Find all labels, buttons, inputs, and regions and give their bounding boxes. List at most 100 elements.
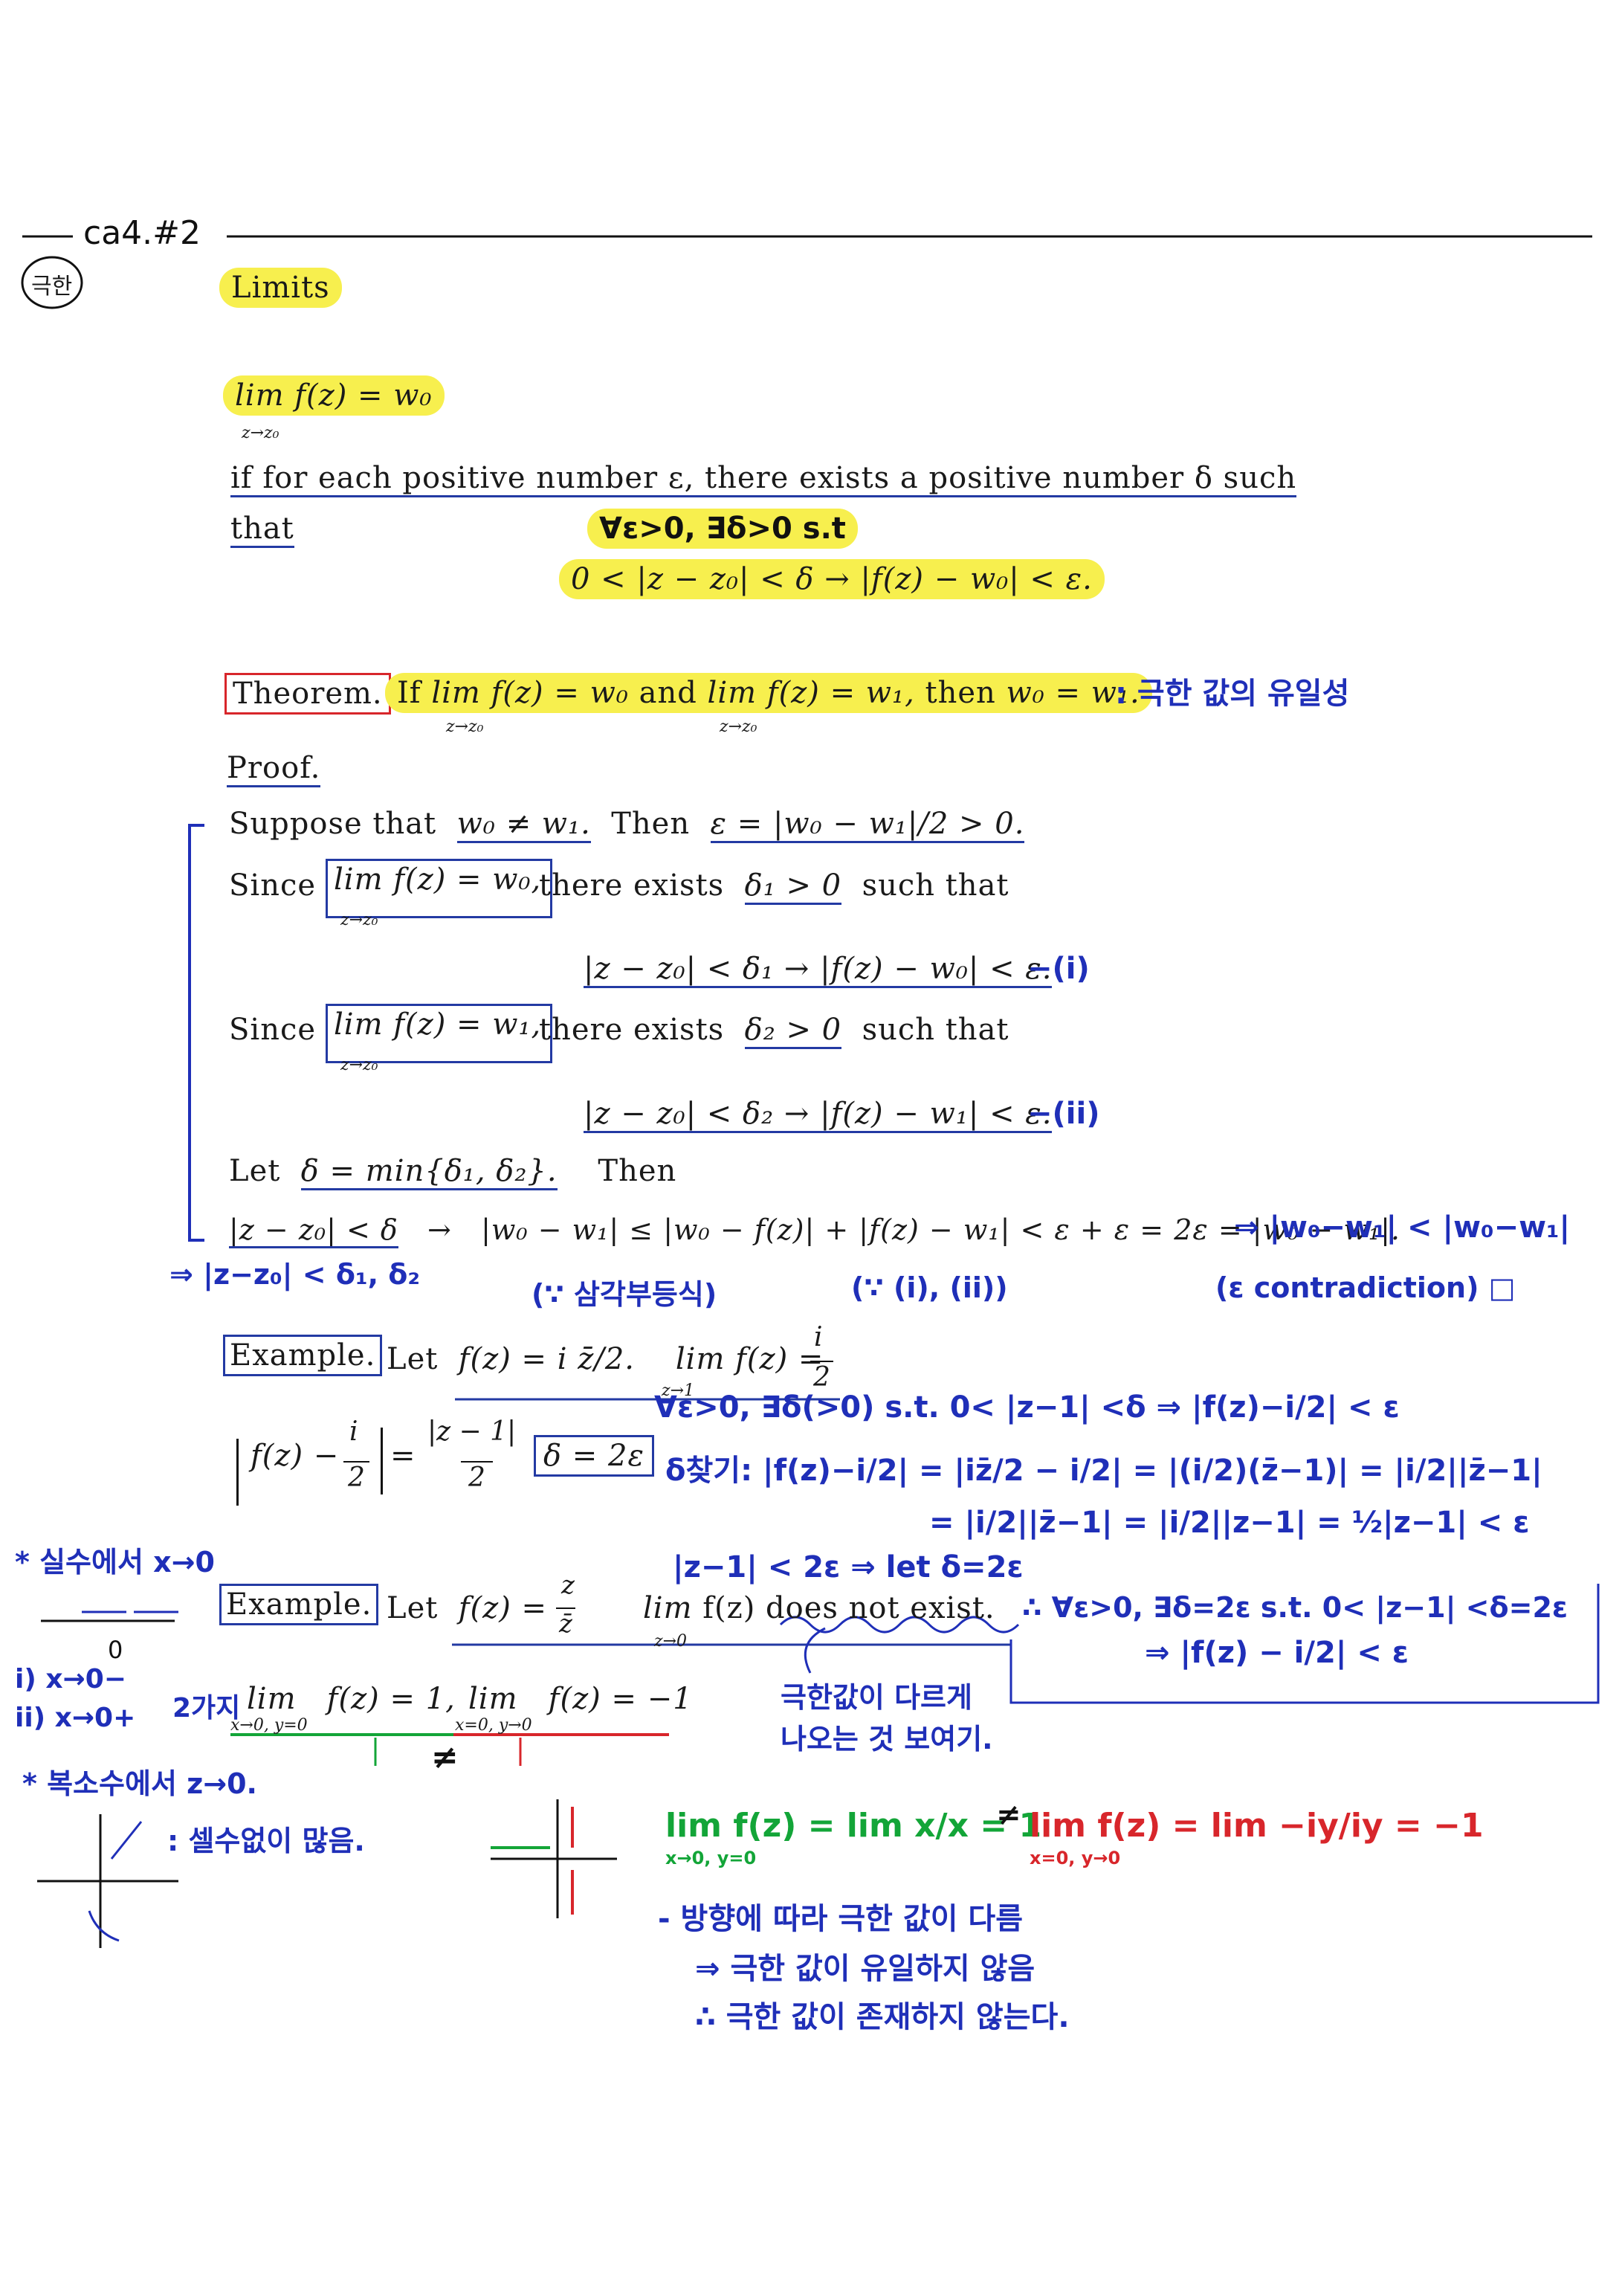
proof-eps-def: ε = |w₀ − w₁|/2 > 0.: [710, 807, 1025, 843]
proof-final-right: |w₀ − w₁| ≤ |w₀ − f(z)| + |f(z) − w₁| < …: [481, 1213, 1400, 1246]
example2-lim-a-word: lim: [247, 1682, 297, 1716]
theorem-statement: If lim f(z) = w₀ and lim f(z) = w₁, then…: [385, 673, 1152, 713]
theorem-lim2: lim: [707, 676, 757, 710]
example2-lim-b-word: lim: [468, 1682, 518, 1716]
proof-since2-box: lim f(z) = w₁,: [326, 1004, 553, 1063]
proof-final-line: |z − z₀| < δ → |w₀ − w₁| ≤ |w₀ − f(z)| +…: [229, 1213, 1400, 1248]
red-limit-sub: x=0, y→0: [1030, 1848, 1121, 1868]
proof-since1-rest: there exists δ₁ > 0 such that: [539, 868, 1009, 905]
header-tag: ca4.#2: [83, 214, 201, 252]
definition-limit: lim f(z) = w₀: [223, 375, 445, 416]
example1-conclusion-box: [1009, 1584, 1600, 1704]
example2-func-left: f(z) =: [458, 1591, 548, 1625]
example1-delta-box: δ = 2ε: [534, 1435, 654, 1477]
proof-let: Let: [229, 1154, 281, 1188]
proof-since2-sub: z→z₀: [340, 1056, 378, 1074]
hand-triangle: (∵ 삼각부등식): [531, 1278, 717, 1311]
proof-since2-rest: there exists δ₂ > 0 such that: [539, 1013, 1009, 1049]
proof-delta2: δ₂ > 0: [744, 1013, 842, 1049]
hand-case-i: i) x→0−: [15, 1664, 126, 1694]
stamp-circle: [21, 256, 83, 309]
hand-z-delta: ⇒ |z−z₀| < δ₁, δ₂: [169, 1258, 421, 1291]
example2-lim-b: lim f(z) = −1: [468, 1682, 693, 1716]
proof-since1-label: Since: [229, 868, 317, 903]
example1-lim-expr: f(z) =: [735, 1342, 824, 1376]
proof-neq: w₀ ≠ w₁.: [456, 807, 591, 843]
theorem-label: Theorem.: [224, 673, 391, 715]
theorem-then: then: [925, 676, 996, 710]
proof-label-text: Proof.: [227, 751, 321, 787]
hand-two-ways: 2가지: [172, 1693, 241, 1723]
proof-such-that1: such that: [862, 868, 1009, 903]
proof-suppose-line: Suppose that w₀ ≠ w₁. Then ε = |w₀ − w₁|…: [229, 807, 1025, 843]
hand-ex1-line4: |z−1| < 2ε ⇒ let δ=2ε: [673, 1550, 1024, 1584]
proof-ineq1: |z − z₀| < δ₁ → |f(z) − w₀| < ε.: [584, 952, 1053, 988]
example2-lim-text: f(z) does not exist.: [702, 1591, 995, 1625]
definition-line1: if for each positive number ε, there exi…: [230, 461, 1297, 497]
proof-such-that2: such that: [862, 1013, 1009, 1047]
example1-eq-num: |z − 1|: [427, 1416, 517, 1447]
proof-since2-label: Since: [229, 1013, 317, 1047]
example2-let: Let: [387, 1591, 439, 1625]
example2-lim-sub: z→0: [654, 1632, 688, 1651]
example2-frac-num: z: [561, 1570, 575, 1600]
example2-lim-line: lim f(z) does not exist.: [643, 1591, 995, 1625]
proof-since2-expr: f(z) = w₁,: [393, 1007, 542, 1042]
proof-delta1: δ₁ > 0: [744, 868, 842, 905]
proof-since1-lim: lim: [334, 862, 384, 897]
proof-ineq2: |z − z₀| < δ₂ → |f(z) − w₁| < ε.: [584, 1097, 1053, 1133]
example1-frac-den: 2: [810, 1361, 833, 1393]
hand-complex-z: * 복소수에서 z→0.: [22, 1767, 257, 1800]
hand-ex1-box1: ∴ ∀ε>0, ∃δ=2ε s.t. 0< |z−1| <δ=2ε: [1022, 1591, 1568, 1624]
example1-frac-num: i: [814, 1322, 823, 1352]
theorem-and: and: [639, 676, 697, 710]
theorem-lim2-sub: z→z₀: [720, 718, 757, 736]
example1-lim-sub: z→1: [662, 1381, 695, 1400]
example2-lim: lim: [643, 1591, 693, 1625]
complex-arrow-1: [110, 1821, 143, 1860]
hand-uniqueness: : 극한 값의 유일성: [1115, 677, 1350, 711]
example2-lim-a: lim f(z) = 1,: [247, 1682, 456, 1716]
example1-statement: Let f(z) = i z̄/2. lim f(z) =: [387, 1342, 824, 1376]
hand-ii: −(ii): [1027, 1097, 1100, 1131]
hand-ex1-line2: δ찾기: |f(z)−i/2| = |iz̄/2 − i/2| = |(i/2)…: [665, 1454, 1542, 1488]
section-title: Limits: [219, 268, 342, 308]
proof-then2: Then: [598, 1154, 677, 1188]
complex-arrow-2: [88, 1910, 120, 1942]
theorem-expr1: f(z) = w₀: [491, 676, 629, 710]
proof-since1-expr: f(z) = w₀,: [393, 862, 542, 897]
example1-abs-bar: [381, 1428, 383, 1494]
proof-label: Proof.: [227, 751, 321, 787]
hand-i: −(i): [1027, 952, 1090, 986]
example2-lim-a-sub: x→0, y=0: [230, 1716, 308, 1735]
hand-real-x: * 실수에서 x→0: [15, 1546, 215, 1578]
example2-frac-den: z̄: [556, 1607, 575, 1639]
proof-ineq1-text: |z − z₀| < δ₁ → |f(z) − w₀| < ε.: [584, 952, 1053, 988]
hand-from-i-ii: (∵ (i), (ii)): [851, 1271, 1008, 1304]
theorem-conclusion: w₀ = w₁.: [1006, 676, 1140, 710]
proof-since1-box: lim f(z) = w₀,: [326, 859, 553, 918]
proof-bracket: [188, 824, 204, 1242]
hand-neq: ≠: [431, 1738, 459, 1776]
hand-quantifiers: ∀ε>0, ∃δ>0 s.t: [587, 509, 858, 549]
definition-lim-sub: z→z₀: [242, 424, 280, 442]
proof-suppose: Suppose that: [229, 807, 437, 841]
proof-then: Then: [611, 807, 691, 841]
stamp-label: 극한: [31, 274, 73, 300]
example1-abs-left: f(z) −: [236, 1439, 339, 1506]
definition-line2: that: [230, 512, 294, 548]
hand-ex1-box2: ⇒ |f(z) − i/2| < ε: [1145, 1636, 1409, 1670]
hand-countless: : 셀수없이 많음.: [167, 1825, 365, 1857]
theorem-if: If: [397, 676, 421, 710]
proof-since2-lim: lim: [334, 1007, 384, 1042]
hand-ex1-line3: = |i/2||z̄−1| = |i/2||z−1| = ½|z−1| < ε: [929, 1506, 1530, 1540]
proof-let-line: Let δ = min{δ₁, δ₂}. Then: [229, 1154, 677, 1190]
example1-eq-den: 2: [461, 1461, 493, 1493]
proof-exists2: there exists: [539, 1013, 725, 1047]
proof-delta-min: δ = min{δ₁, δ₂}.: [300, 1154, 558, 1190]
hand-ex1-line1: ∀ε>0, ∃δ(>0) s.t. 0< |z−1| <δ ⇒ |f(z)−i/…: [654, 1390, 1400, 1425]
hand-diff1: 극한값이 다르게: [781, 1681, 972, 1714]
hand-contra-ineq: ⇒ |w₀−w₁| < |w₀−w₁|: [1234, 1210, 1571, 1245]
proof-ineq2-text: |z − z₀| < δ₂ → |f(z) − w₁| < ε.: [584, 1097, 1053, 1133]
